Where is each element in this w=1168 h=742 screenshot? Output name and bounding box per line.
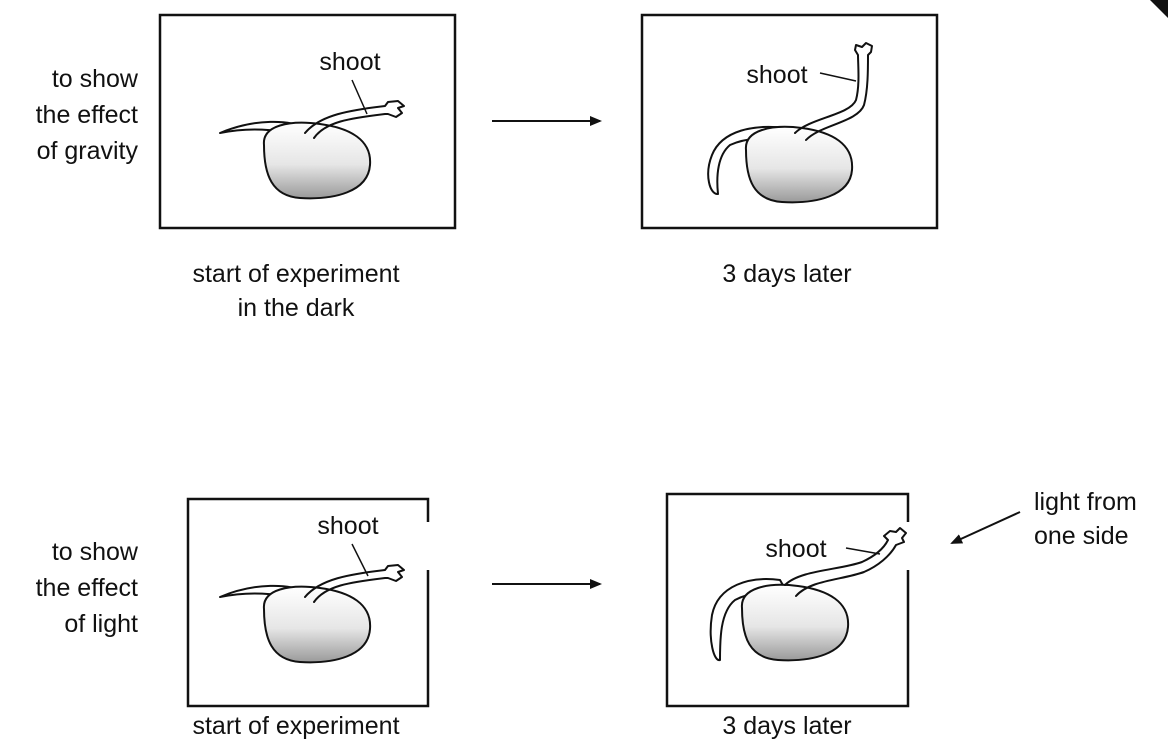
seedling-icon	[220, 101, 404, 198]
light-label: light from one side	[1034, 488, 1137, 550]
panel-light-later: shoot 3 days later	[667, 494, 908, 740]
gravity-row-label: to show the effect of gravity	[36, 65, 139, 165]
shoot-label: shoot	[765, 535, 826, 563]
panel-caption: start of experiment	[192, 260, 399, 288]
corner-mark	[1150, 0, 1168, 18]
panel-caption: start of experiment	[192, 712, 399, 740]
shoot-label: shoot	[317, 512, 378, 540]
seedling-icon	[220, 565, 404, 662]
panel-caption: 3 days later	[722, 260, 851, 288]
light-arrow-icon	[952, 512, 1020, 543]
side-label-line: of gravity	[37, 137, 139, 165]
side-label-line: of light	[64, 610, 138, 638]
shoot-label-pointer	[820, 73, 856, 81]
panel-caption: 3 days later	[722, 712, 851, 740]
light-label-line: light from	[1034, 488, 1137, 516]
side-label-line: to show	[52, 65, 139, 93]
panel-gravity-start: shoot start of experiment in the dark	[160, 15, 455, 322]
panel-caption: in the dark	[238, 294, 355, 322]
panel-light-start: shoot start of experiment	[188, 499, 428, 740]
side-label-line: the effect	[36, 101, 138, 129]
shoot-label-pointer	[352, 544, 368, 576]
side-label-line: the effect	[36, 574, 138, 602]
side-label-line: to show	[52, 538, 139, 566]
shoot-label-pointer	[846, 548, 880, 554]
light-label-line: one side	[1034, 522, 1129, 550]
panel-gravity-later: shoot 3 days later	[642, 15, 937, 288]
light-row-label: to show the effect of light	[36, 538, 139, 638]
shoot-label: shoot	[319, 48, 380, 76]
shoot-label: shoot	[746, 61, 807, 89]
